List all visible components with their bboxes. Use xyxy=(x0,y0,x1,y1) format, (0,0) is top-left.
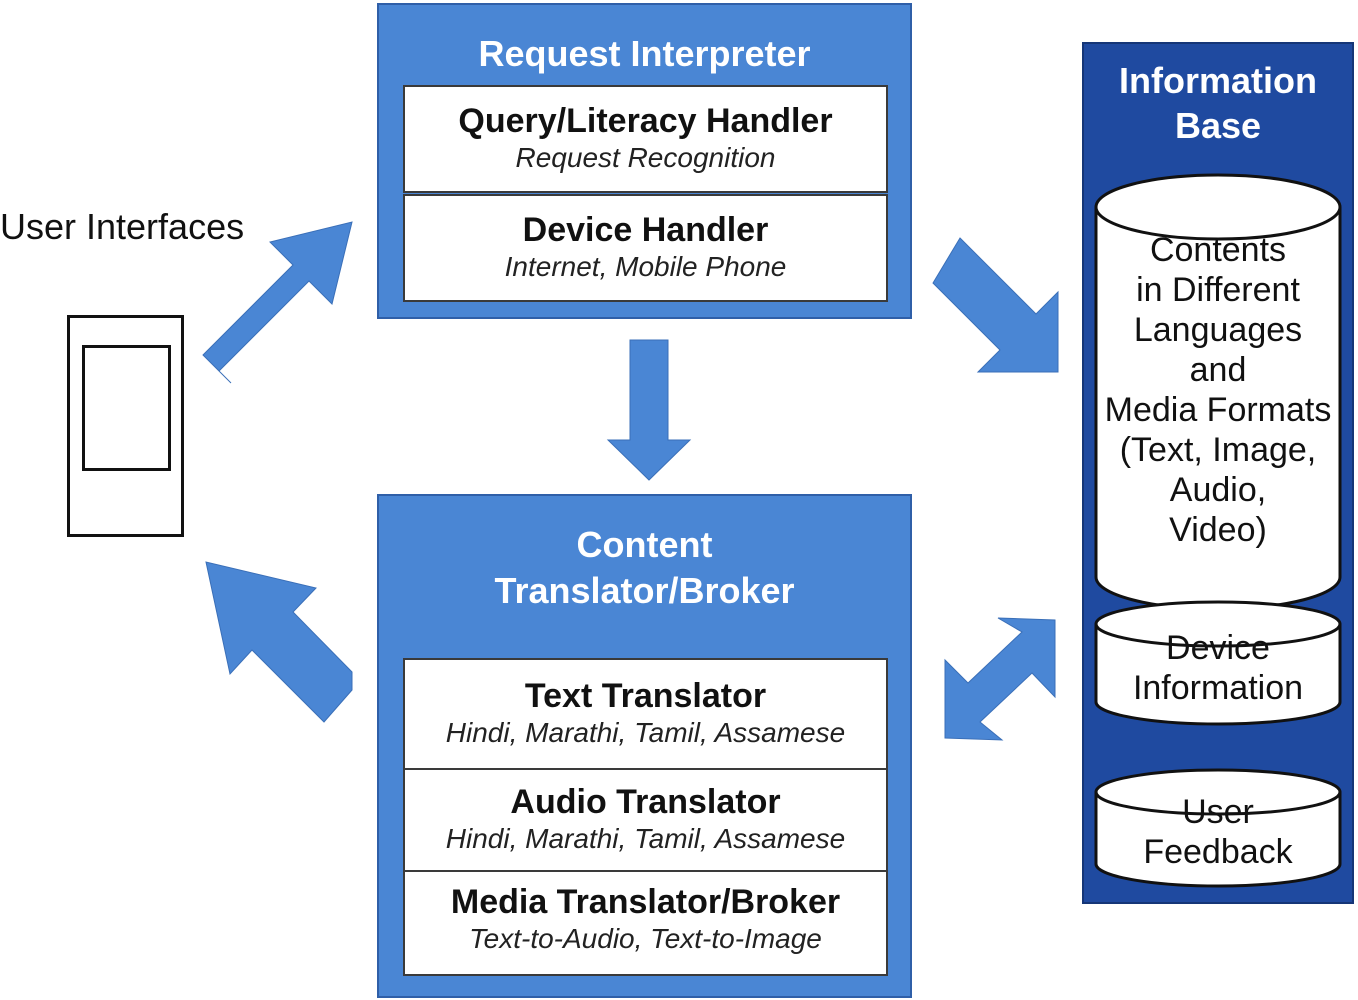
arrow-ui-to-request-interpreter xyxy=(202,221,353,384)
query-literacy-handler-box: Query/Literacy Handler Request Recogniti… xyxy=(403,85,888,193)
device-information-line-1: Device xyxy=(1166,629,1270,667)
user-interfaces-label: User Interfaces xyxy=(0,206,245,247)
database-cylinders xyxy=(1094,173,1342,888)
audio-translator-box: Audio Translator Hindi, Marathi, Tamil, … xyxy=(403,768,888,872)
user-feedback-line-1: User xyxy=(1182,793,1254,831)
arrow-content-translator-info-base-bidirectional xyxy=(944,617,1056,741)
contents-line-5: Media Formats xyxy=(1104,391,1332,429)
contents-text: Contents in Different Languages and Medi… xyxy=(1088,230,1348,550)
contents-line-4: and xyxy=(1189,351,1247,389)
query-literacy-handler-subtitle: Request Recognition xyxy=(515,142,776,173)
information-base-title-line2: Base xyxy=(1174,105,1262,146)
audio-translator-title: Audio Translator xyxy=(510,783,781,821)
contents-database-icon xyxy=(1094,173,1342,611)
device-handler-subtitle: Internet, Mobile Phone xyxy=(504,251,787,282)
content-translator-title-line2: Translator/Broker xyxy=(494,570,795,611)
text-translator-box: Text Translator Hindi, Marathi, Tamil, A… xyxy=(403,658,888,770)
device-information-database-icon xyxy=(1094,600,1342,726)
device-information-text: Device Information xyxy=(1088,628,1348,708)
contents-line-2: in Different xyxy=(1136,271,1300,309)
contents-line-8: Video) xyxy=(1169,511,1267,549)
mobile-device-icon xyxy=(67,315,184,537)
device-handler-box: Device Handler Internet, Mobile Phone xyxy=(403,194,888,302)
media-translator-title: Media Translator/Broker xyxy=(450,883,841,921)
request-interpreter-panel: Request Interpreter Query/Literacy Handl… xyxy=(377,3,912,319)
user-feedback-database-icon xyxy=(1094,768,1342,888)
contents-line-3: Languages xyxy=(1133,311,1303,349)
content-translator-panel: Content Translator/Broker Text Translato… xyxy=(377,494,912,998)
information-base-title-line1: Information xyxy=(1119,60,1317,101)
contents-line-1: Contents xyxy=(1149,231,1287,269)
arrow-content-translator-to-ui xyxy=(205,561,353,723)
user-feedback-line-2: Feedback xyxy=(1143,833,1293,871)
contents-line-7: Audio, xyxy=(1169,471,1267,509)
device-information-line-2: Information xyxy=(1132,669,1304,707)
arrow-request-interpreter-to-content-translator xyxy=(606,339,692,481)
media-translator-subtitle: Text-to-Audio, Text-to-Image xyxy=(469,923,822,954)
text-translator-title: Text Translator xyxy=(524,677,767,715)
audio-translator-subtitle: Hindi, Marathi, Tamil, Assamese xyxy=(445,823,846,854)
device-screen xyxy=(82,345,171,471)
contents-line-6: (Text, Image, xyxy=(1119,431,1317,469)
media-translator-box: Media Translator/Broker Text-to-Audio, T… xyxy=(403,870,888,976)
query-literacy-handler-title: Query/Literacy Handler xyxy=(458,102,833,140)
arrow-request-interpreter-to-info-base xyxy=(932,237,1059,373)
user-feedback-text: User Feedback xyxy=(1088,792,1348,872)
device-handler-title: Device Handler xyxy=(522,211,769,249)
text-translator-subtitle: Hindi, Marathi, Tamil, Assamese xyxy=(445,717,846,748)
content-translator-title-line1: Content xyxy=(576,524,713,565)
request-interpreter-title: Request Interpreter xyxy=(478,33,811,74)
